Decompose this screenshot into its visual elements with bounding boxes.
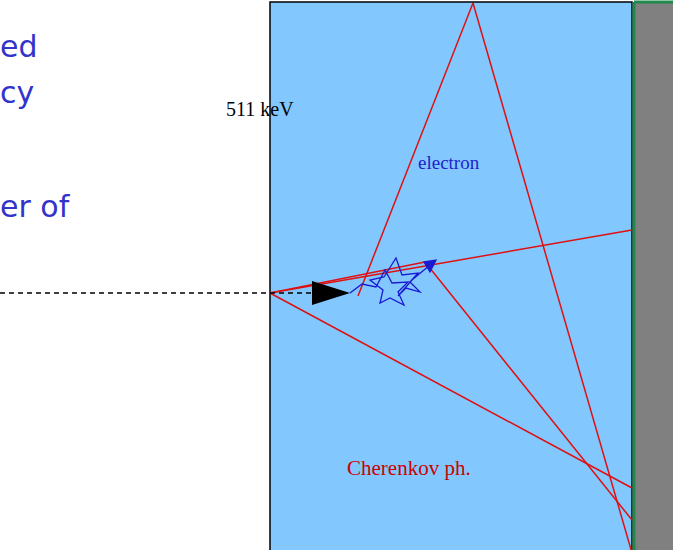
slide-text: ed [0, 30, 38, 65]
electron-track [350, 258, 436, 305]
photon-label: Cherenkov ph. [345, 456, 473, 480]
detector-edge [634, 1, 673, 4]
arrowhead [312, 281, 350, 305]
cherenkov-rays [270, 3, 632, 550]
energy-label: 511 keV [226, 98, 294, 121]
photodetector [633, 2, 673, 550]
particle-label: electron [416, 152, 481, 174]
slide-text: cy [0, 76, 34, 111]
crystal [270, 2, 632, 550]
slide-text: er of [0, 190, 69, 225]
gamma-ray [0, 292, 318, 294]
detector-edge [633, 2, 636, 550]
